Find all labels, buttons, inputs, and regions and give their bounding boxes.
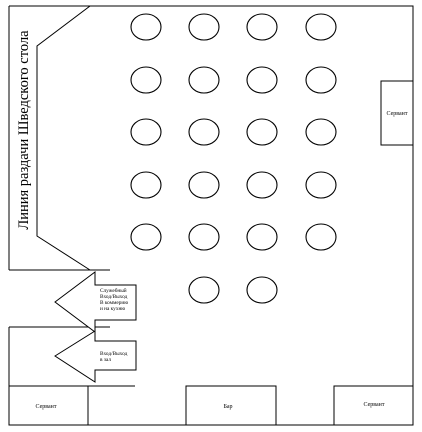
hall-entrance-label: Вход/Выход в зал [100, 351, 129, 363]
service-exit-label: Служебный Вход/Выход В коммерию и на кух… [100, 287, 130, 312]
round-table [246, 66, 278, 94]
round-table [130, 118, 162, 146]
svg-text:Сервант: Сервант [364, 402, 385, 408]
round-table [305, 118, 337, 146]
svg-text:Сервант: Сервант [36, 404, 57, 410]
round-table [305, 171, 337, 199]
round-table [246, 276, 278, 304]
round-table [130, 13, 162, 41]
buffet-serving-line: Линия раздачи Шведского стола [9, 5, 92, 271]
round-table [188, 66, 220, 94]
room-wall-top [9, 5, 414, 425]
round-table [130, 171, 162, 199]
round-table [188, 171, 220, 199]
round-table [305, 66, 337, 94]
sideboard-right: Сервант [380, 80, 414, 146]
svg-text:Бар: Бар [223, 404, 232, 410]
hall-entrance-arrow: Вход/Выход в зал [54, 330, 137, 383]
dining-tables [130, 13, 337, 304]
round-table [188, 13, 220, 41]
round-table [130, 223, 162, 251]
service-exit-arrow: Служебный Вход/Выход В коммерию и на кух… [54, 271, 137, 333]
round-table [188, 223, 220, 251]
bar-counter: Бар [185, 385, 277, 426]
round-table [246, 13, 278, 41]
round-table [246, 171, 278, 199]
round-table [246, 118, 278, 146]
sideboard-bottom-right: Сервант [333, 385, 414, 426]
svg-text:Сервант: Сервант [387, 111, 408, 117]
round-table [188, 276, 220, 304]
round-table [305, 223, 337, 251]
sideboard-bottom-left: Сервант [8, 385, 89, 426]
round-table [246, 223, 278, 251]
round-table [130, 66, 162, 94]
round-table [305, 13, 337, 41]
buffet-serving-line-label: Линия раздачи Шведского стола [16, 30, 32, 230]
round-table [188, 118, 220, 146]
